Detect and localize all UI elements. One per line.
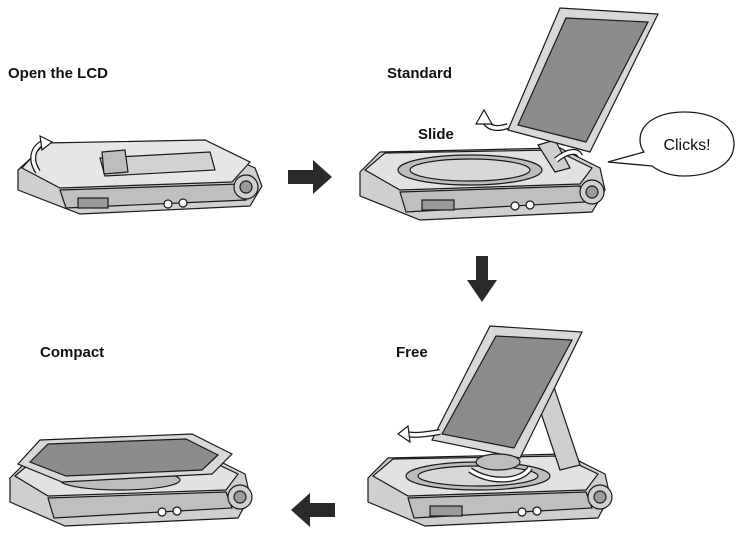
arrow-right-1 [288,160,332,194]
label-slide: Slide [418,126,454,143]
device-compact [9,433,253,527]
clicks-text: Clicks! [663,137,710,154]
device-standard [359,7,659,221]
arrow-down [467,256,497,302]
clicks-bubble: Clicks! [607,111,735,177]
label-compact: Compact [40,344,105,361]
device-closed [17,134,263,215]
device-free [367,325,613,527]
label-open-lcd: Open the LCD [8,65,108,82]
label-free: Free [396,344,428,361]
arrow-left [291,493,335,527]
label-standard: Standard [387,65,453,82]
